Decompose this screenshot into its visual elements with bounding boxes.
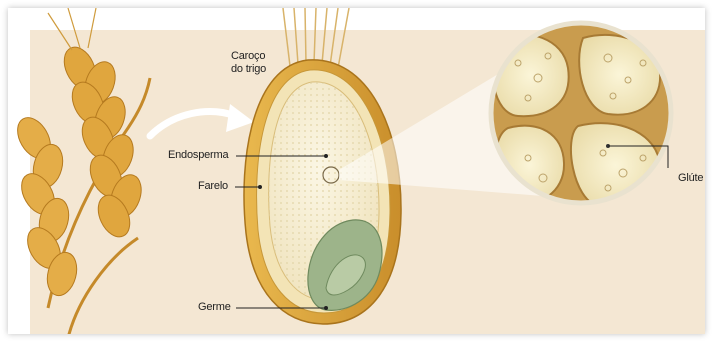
label-gluten: Glúte (678, 172, 703, 184)
diagram-frame: Caroço do trigo Endosperma Farelo Germe … (8, 8, 705, 334)
wheat-diagram (8, 8, 705, 334)
label-kernel: Caroço do trigo (231, 50, 266, 76)
wheat-ears-illustration (11, 8, 150, 334)
label-bran: Farelo (198, 180, 228, 192)
curved-arrow-icon (150, 104, 254, 136)
label-germ: Germe (198, 301, 231, 313)
label-endosperm: Endosperma (168, 149, 228, 161)
